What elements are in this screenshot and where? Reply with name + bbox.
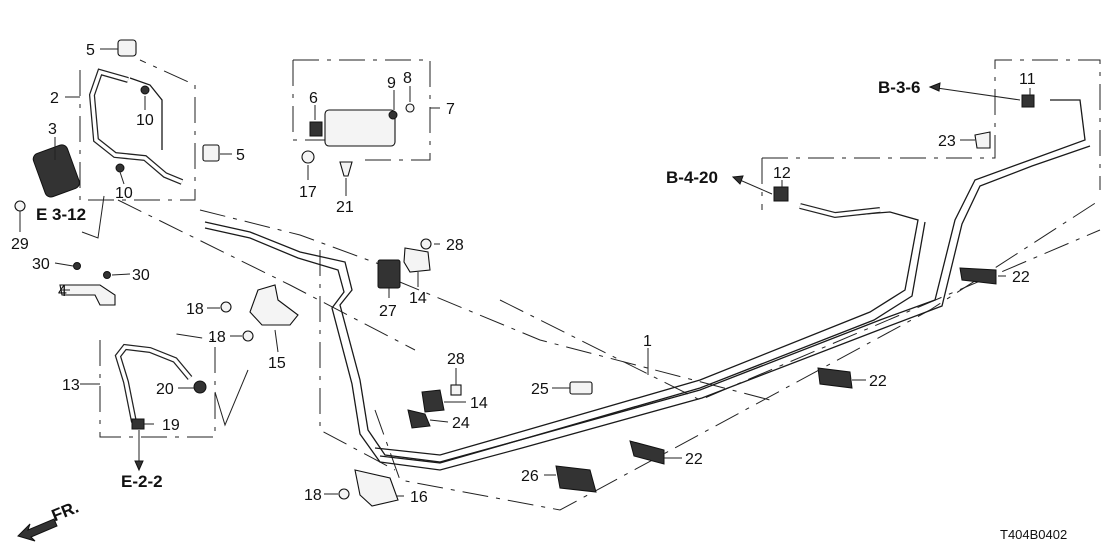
callout-14a: 14 — [409, 290, 427, 307]
part-18a — [220, 301, 232, 313]
part-20 — [193, 380, 207, 394]
part-27 — [377, 259, 401, 289]
part-21 — [339, 161, 353, 177]
callout-24: 24 — [452, 415, 470, 432]
callout-22a: 22 — [1012, 269, 1030, 286]
callout-7: 7 — [446, 101, 455, 118]
callout-23: 23 — [938, 133, 956, 150]
callout-28b: 28 — [447, 351, 465, 368]
part-10a — [140, 85, 150, 95]
callout-2: 2 — [50, 90, 59, 107]
callout-19: 19 — [162, 417, 180, 434]
callout-21: 21 — [336, 199, 354, 216]
parts — [14, 39, 1035, 507]
part-16 — [354, 469, 399, 507]
callout-3: 3 — [48, 121, 57, 138]
part-28b — [450, 384, 462, 396]
callout-18c: 18 — [304, 487, 322, 504]
part-9 — [388, 110, 398, 120]
callout-13: 13 — [62, 377, 80, 394]
part-23 — [974, 131, 991, 149]
callout-4: 4 — [58, 283, 67, 300]
ref-e-2-2[interactable]: E-2-2 — [121, 472, 163, 491]
callout-6: 6 — [309, 90, 318, 107]
leader-lines — [17, 48, 1031, 542]
part-22-right — [959, 267, 997, 285]
callout-30a: 30 — [32, 256, 50, 273]
callout-10b: 10 — [115, 185, 133, 202]
part-8 — [405, 103, 415, 113]
callout-17: 17 — [299, 184, 317, 201]
section-references: E 3-12 B-3-6 B-4-20 E-2-2 FR. T404B0402 — [36, 78, 1067, 542]
part-22-lower — [629, 440, 665, 465]
callout-20: 20 — [156, 381, 174, 398]
callout-12: 12 — [773, 165, 791, 182]
part-18c — [338, 488, 350, 500]
callout-10a: 10 — [136, 112, 154, 129]
callout-22c: 22 — [685, 451, 703, 468]
part-28a — [420, 238, 432, 250]
callout-25: 25 — [531, 381, 549, 398]
callout-14b: 14 — [470, 395, 488, 412]
diagram-code: T404B0402 — [1000, 527, 1067, 542]
part-29 — [14, 200, 26, 212]
callout-30b: 30 — [132, 267, 150, 284]
part-14b — [421, 389, 445, 413]
part-25 — [569, 381, 593, 395]
callout-16: 16 — [410, 489, 428, 506]
callout-26: 26 — [521, 468, 539, 485]
part-17 — [301, 150, 315, 164]
part-12 — [773, 186, 789, 202]
callout-18a: 18 — [186, 301, 204, 318]
part-18b — [242, 330, 254, 342]
part-11 — [1021, 94, 1035, 108]
callout-9: 9 — [387, 75, 396, 92]
part-14a — [403, 247, 431, 273]
part-6 — [309, 121, 323, 137]
part-15 — [249, 284, 299, 326]
callout-1: 1 — [643, 333, 652, 350]
callout-29: 29 — [11, 236, 29, 253]
part-30b — [103, 271, 111, 279]
callout-22b: 22 — [869, 373, 887, 390]
ref-b-4-20[interactable]: B-4-20 — [666, 168, 718, 187]
part-7-bracket — [324, 109, 396, 147]
front-arrow-icon — [17, 518, 58, 542]
part-24 — [407, 409, 431, 429]
front-label: FR. — [49, 497, 82, 525]
group-boundaries — [79, 59, 1101, 511]
part-5-right — [202, 144, 220, 162]
fuel-pipe-assembly — [88, 68, 1091, 471]
ref-e-3-12[interactable]: E 3-12 — [36, 205, 86, 224]
callout-labels: 1 2 3 4 5 5 6 7 8 9 10 10 11 12 13 14 14… — [11, 42, 1036, 506]
callout-5a: 5 — [86, 42, 95, 59]
part-30a — [73, 262, 81, 270]
callout-11: 11 — [1019, 71, 1036, 88]
part-10b — [115, 163, 125, 173]
callout-27: 27 — [379, 303, 397, 320]
part-5-top — [117, 39, 137, 57]
callout-5b: 5 — [236, 147, 245, 164]
part-26 — [555, 465, 597, 493]
callout-28a: 28 — [446, 237, 464, 254]
callout-18b: 18 — [208, 329, 226, 346]
part-19 — [131, 418, 145, 430]
callout-8: 8 — [403, 70, 412, 87]
ref-b-3-6[interactable]: B-3-6 — [878, 78, 921, 97]
part-3 — [32, 144, 80, 198]
part-22-mid — [817, 367, 853, 389]
callout-15: 15 — [268, 355, 286, 372]
part-4 — [59, 284, 116, 306]
